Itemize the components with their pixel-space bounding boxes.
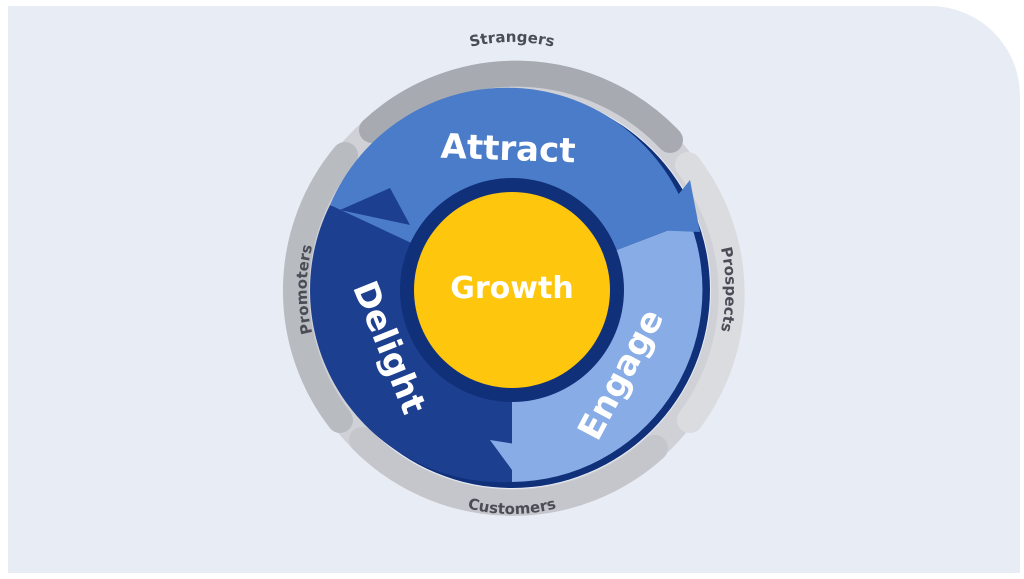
stage-attract-label: Attract [440,127,576,172]
growth-label: Growth [450,271,573,306]
engage-arrow-tip [490,440,540,470]
audience-strangers-label: Strangers [468,28,557,51]
growth-core [414,192,610,388]
outer-ring-promoters [282,142,358,433]
outer-ring-strangers [359,60,683,153]
attract-arrow-tip [650,180,700,232]
audience-customers-label: Customers [466,495,557,519]
outer-ring-prospects [675,152,745,433]
outer-ring [282,60,745,516]
delight-arrow-tip [340,188,410,225]
outer-ring-customers [349,427,668,516]
audience-prospects-label: Prospects [717,245,740,334]
